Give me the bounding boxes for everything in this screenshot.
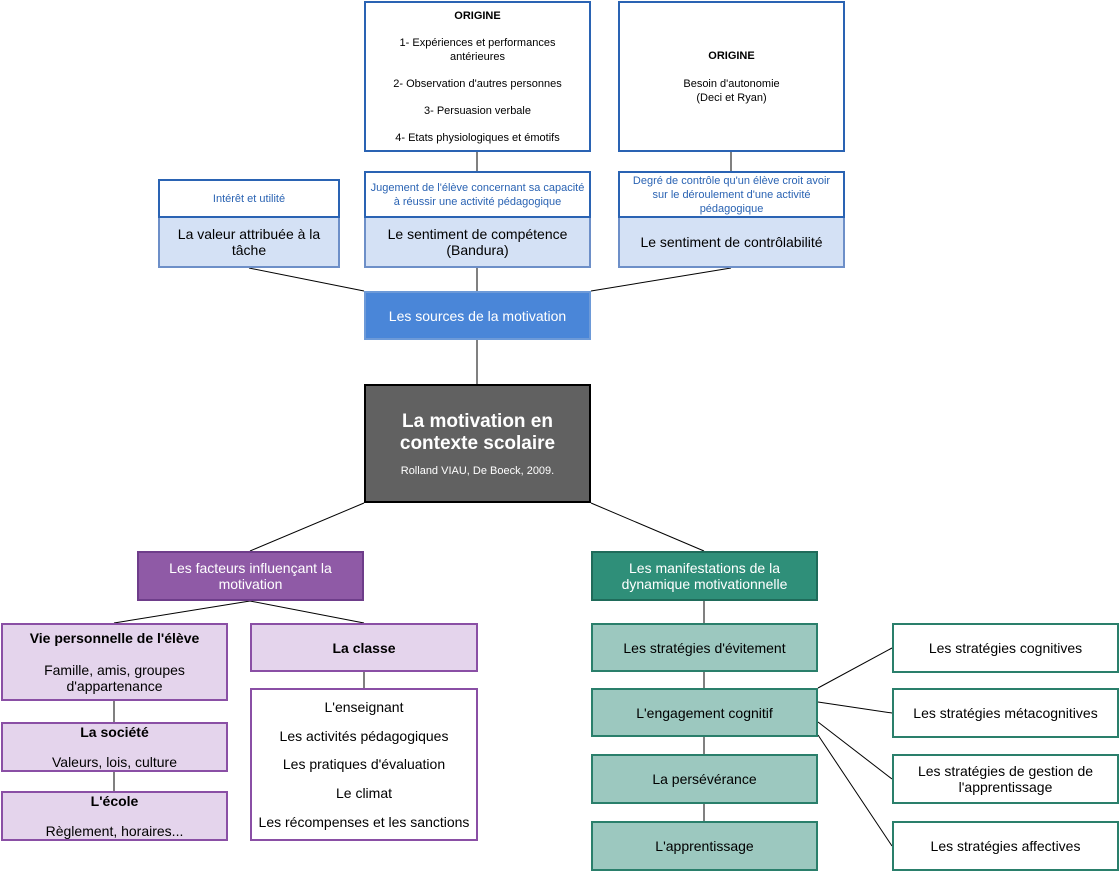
sources-title: Les sources de la motivation	[388, 307, 567, 324]
definition-valeur: Intérêt et utilité	[158, 179, 340, 218]
origin-item: 4- Etats physiologiques et émotifs	[395, 132, 560, 144]
source-label: Le sentiment de compétence (Bandura)	[387, 226, 568, 258]
link-engagement-affectives	[817, 734, 893, 847]
facteur-detail: Règlement, horaires...	[45, 823, 184, 839]
manifestation-label: La persévérance	[652, 771, 757, 787]
link-controlabilite-sources	[590, 267, 732, 292]
manifestations-title-box: Les manifestations de la dynamique motiv…	[591, 551, 818, 601]
source-competence: Le sentiment de compétence (Bandura)	[364, 218, 591, 268]
classe-item: L'enseignant	[324, 699, 404, 716]
facteur-vie-personnelle: Vie personnelle de l'élève Famille, amis…	[1, 623, 228, 701]
strategie-metacognitives: Les stratégies métacognitives	[892, 688, 1119, 738]
facteurs-title-box: Les facteurs influençant la motivation	[137, 551, 364, 601]
link-engagement-cognitives	[817, 647, 893, 689]
facteur-ecole: L'école Règlement, horaires...	[1, 791, 228, 841]
definition-competence: Jugement de l'élève concernant sa capaci…	[364, 171, 591, 218]
link-facteurs-vie	[113, 600, 251, 624]
central-node: La motivation en contexte scolaire Rolla…	[364, 384, 591, 503]
manifestation-label: L'engagement cognitif	[636, 704, 773, 721]
manifestation-label: Les stratégies d'évitement	[623, 639, 786, 656]
source-controlabilite: Le sentiment de contrôlabilité	[618, 218, 845, 268]
facteur-heading: La société	[80, 724, 149, 740]
link-facteurs-classe	[249, 600, 365, 624]
strategie-label: Les stratégies affectives	[930, 838, 1081, 854]
strategie-affectives: Les stratégies affectives	[892, 821, 1119, 871]
facteur-societe: La société Valeurs, lois, culture	[1, 722, 228, 772]
manifestation-evitement: Les stratégies d'évitement	[591, 623, 818, 672]
central-reference: Rolland VIAU, De Boeck, 2009.	[400, 464, 555, 477]
source-label: La valeur attribuée à la tâche	[177, 226, 321, 258]
origin-item: 3- Persuasion verbale	[423, 105, 531, 117]
classe-item: Les pratiques d'évaluation	[282, 756, 446, 773]
source-valeur: La valeur attribuée à la tâche	[158, 218, 340, 268]
classe-item: Les activités pédagogiques	[279, 727, 449, 744]
origin-box-controlabilite: ORIGINE Besoin d'autonomie (Deci et Ryan…	[618, 1, 845, 152]
origin-detail: (Deci et Ryan)	[696, 91, 767, 104]
origin-heading: ORIGINE	[454, 10, 501, 22]
classe-item: Les récompenses et les sanctions	[258, 813, 470, 830]
strategie-label: Les stratégies cognitives	[928, 640, 1083, 656]
sources-title-box: Les sources de la motivation	[364, 291, 591, 340]
source-label: Le sentiment de contrôlabilité	[640, 234, 823, 250]
manifestation-apprentissage: L'apprentissage	[591, 821, 818, 871]
origin-item: 2- Observation d'autres personnes	[393, 78, 562, 90]
definition-text: Jugement de l'élève concernant sa capaci…	[370, 181, 585, 208]
origin-detail: Besoin d'autonomie	[683, 77, 780, 90]
origin-box-competence: ORIGINE 1- Expériences et performances a…	[364, 1, 591, 152]
manifestation-perseverance: La persévérance	[591, 754, 818, 804]
facteur-classe: La classe	[250, 623, 478, 672]
origin-item: 1- Expériences et performances antérieur…	[399, 37, 556, 63]
link-center-manifestations	[590, 502, 705, 552]
origin-heading: ORIGINE	[708, 49, 755, 62]
link-valeur-sources	[248, 267, 365, 292]
facteur-heading: Vie personnelle de l'élève	[29, 630, 200, 646]
strategie-label: Les stratégies métacognitives	[913, 705, 1098, 721]
definition-text: Intérêt et utilité	[212, 192, 286, 205]
link-engagement-metacognitives	[817, 701, 893, 714]
facteur-detail: Valeurs, lois, culture	[51, 754, 177, 770]
classe-items-list: L'enseignant Les activités pédagogiques …	[250, 688, 478, 841]
strategie-gestion: Les stratégies de gestion de l'apprentis…	[892, 754, 1119, 804]
link-center-facteurs	[249, 502, 365, 552]
facteur-detail: Famille, amis, groupes d'appartenance	[44, 662, 185, 694]
facteur-heading: La classe	[332, 639, 396, 656]
classe-item: Le climat	[335, 785, 393, 802]
strategie-label: Les stratégies de gestion de l'apprentis…	[917, 763, 1094, 795]
definition-controlabilite: Degré de contrôle qu'un élève croit avoi…	[618, 171, 845, 218]
link-engagement-gestion	[817, 721, 893, 780]
manifestation-label: L'apprentissage	[655, 838, 754, 854]
strategie-cognitives: Les stratégies cognitives	[892, 623, 1119, 673]
central-title: La motivation en contexte scolaire	[399, 410, 556, 454]
facteur-heading: L'école	[90, 793, 139, 809]
definition-text: Degré de contrôle qu'un élève croit avoi…	[632, 174, 831, 215]
facteurs-title: Les facteurs influençant la motivation	[169, 560, 332, 592]
manifestation-engagement: L'engagement cognitif	[591, 688, 818, 737]
manifestations-title: Les manifestations de la dynamique motiv…	[621, 560, 788, 592]
